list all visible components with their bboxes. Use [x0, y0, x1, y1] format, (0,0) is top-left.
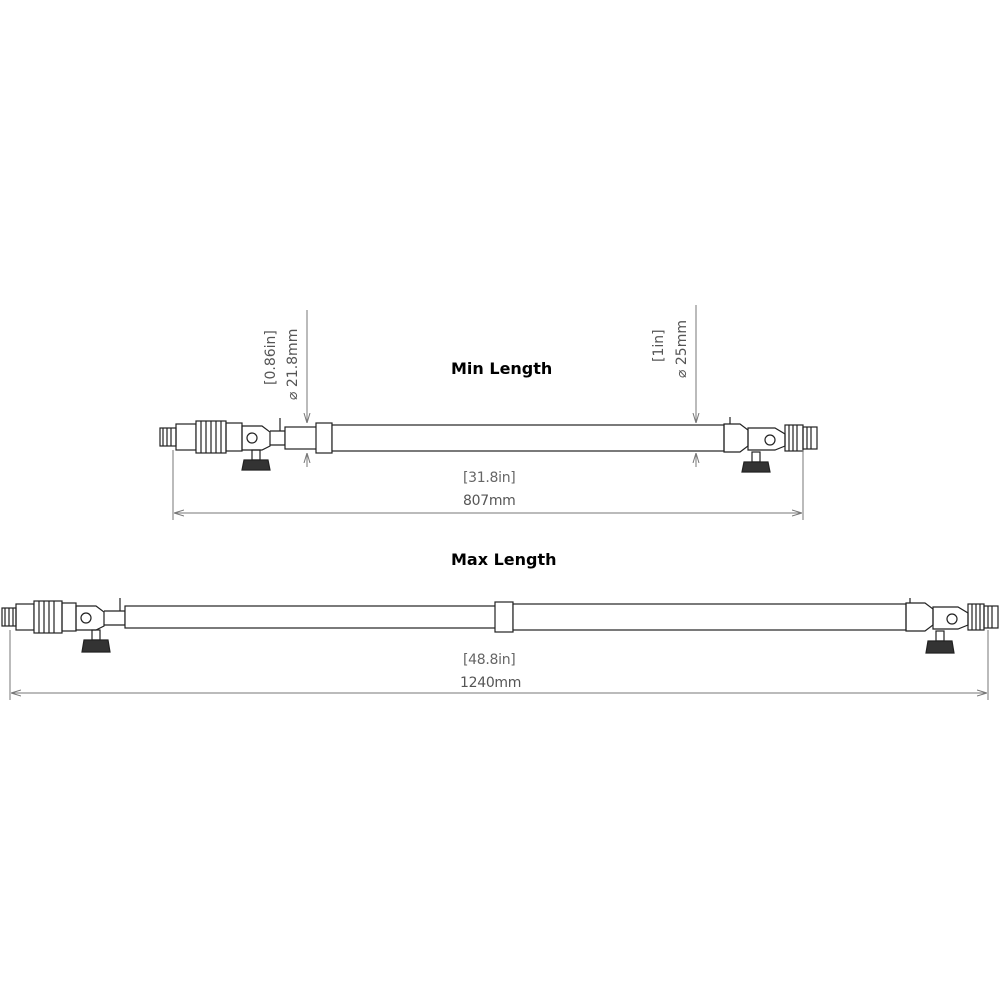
min-collar — [315, 422, 333, 454]
min-outer-tube — [331, 424, 725, 452]
min-diameter-dims — [307, 305, 696, 467]
min-length-dim — [172, 450, 804, 520]
min-length-pole — [159, 417, 818, 473]
min-right-end-fitting — [723, 417, 818, 473]
min-length-mm-label: 807mm — [463, 493, 516, 509]
min-length-inch-label: [31.8in] — [463, 470, 516, 486]
max-length-title: Max Length — [451, 550, 557, 569]
max-left-end-fitting — [1, 598, 126, 653]
max-outer-tube — [512, 603, 907, 631]
min-inner-tube — [284, 426, 321, 450]
max-collar — [494, 601, 514, 633]
max-length-inch-label: [48.8in] — [463, 652, 516, 668]
max-length-pole — [1, 598, 999, 654]
max-inner-tube — [124, 605, 498, 629]
min-left-end-fitting — [159, 418, 286, 471]
min-right-diameter-mm-label: ⌀ 25mm — [674, 320, 690, 378]
min-left-diameter-inch-label: [0.86in] — [263, 330, 279, 385]
max-length-mm-label: 1240mm — [460, 675, 522, 691]
min-right-diameter-inch-label: [1in] — [651, 329, 667, 362]
max-right-end-fitting — [905, 598, 999, 654]
min-length-title: Min Length — [451, 359, 553, 378]
max-length-dim — [9, 630, 989, 700]
min-left-diameter-mm-label: ⌀ 21.8mm — [285, 328, 301, 400]
